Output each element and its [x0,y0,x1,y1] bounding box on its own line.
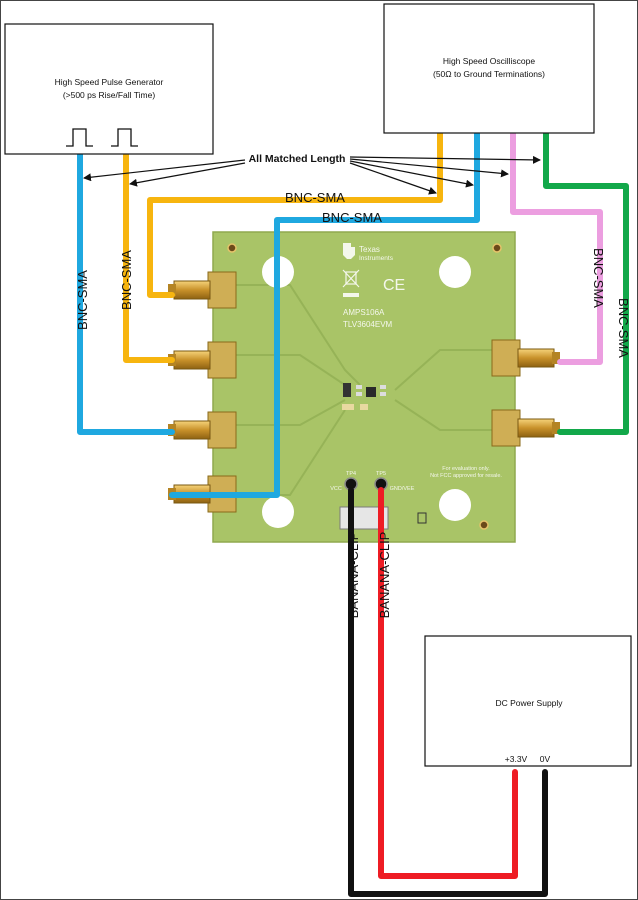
tp5-label: TP5 [376,471,386,477]
red-banana-cable [378,487,518,879]
green-cable-scope [543,130,629,435]
oscilloscope-box: High Speed Oscilliscope (50Ω to Ground T… [383,3,595,134]
cable-label-red-banana: BANANA-CLIP [377,532,392,619]
oscilloscope-subtitle: (50Ω to Ground Terminations) [433,69,545,79]
vcc-label: VCC [330,486,342,492]
weee-bar [343,293,359,297]
corner-via [227,243,237,253]
sma-connectors-left [168,271,237,513]
cable-label-blue-left: BNC-SMA [75,270,90,330]
matched-length-arrows [83,155,541,195]
brand-line1: Texas [359,245,380,254]
pulse-waveform-icon [111,128,138,147]
part-number-1: AMPS106A [343,308,385,317]
power-supply-box: DC Power Supply +3.3V 0V [424,635,632,767]
ti-logo-icon [343,243,355,259]
cable-label-orange-left: BNC-SMA [119,250,134,310]
notice-line1: For evaluation only. [442,466,490,472]
brand-line2: Instruments [359,255,394,262]
blue-cable-generator [77,150,175,435]
pulse-generator-box: High Speed Pulse Generator (>500 ps Rise… [4,23,214,155]
cable-label-orange: BNC-SMA [285,190,345,205]
plus-terminal-label: +3.3V [505,754,528,764]
cables [77,130,629,897]
cable-label-pink: BNC-SMA [591,248,606,308]
orange-cable-generator [123,150,175,363]
corner-via [492,243,502,253]
pulse-generator-title: High Speed Pulse Generator [55,77,164,87]
evm-board: Texas Instruments CE AMPS106A TLV3604EVM… [168,231,560,543]
corner-via [479,520,489,530]
jumper-outline [417,512,427,524]
part-number-2: TLV3604EVM [343,320,393,329]
mounting-hole [439,489,471,521]
cable-label-blue: BNC-SMA [322,210,382,225]
cable-label-black-banana: BANANA-CLIP [346,532,361,619]
gnd-label: GND/VEE [390,486,415,492]
power-supply-title: DC Power Supply [495,698,563,708]
blue-cable-scope [169,130,480,498]
mounting-hole [262,496,294,528]
oscilloscope-title: High Speed Oscilliscope [443,56,535,66]
pulse-waveform-icon [66,128,93,147]
matched-length-annotation: All Matched Length [249,153,346,165]
comparator-ic-area [342,383,386,410]
notice-line2: Not FCC approved for resale. [430,473,502,479]
cable-label-green: BNC-SMA [616,298,631,358]
ce-mark: CE [383,277,405,294]
mounting-hole [439,256,471,288]
orange-cable-scope [147,130,443,298]
pulse-generator-subtitle: (>500 ps Rise/Fall Time) [63,90,156,100]
pink-cable-scope [510,130,603,365]
tp4-label: TP4 [346,471,356,477]
weee-bin-icon [342,269,360,288]
black-banana-cable [348,487,548,897]
sma-connectors-right [491,339,560,447]
zero-terminal-label: 0V [540,754,551,764]
